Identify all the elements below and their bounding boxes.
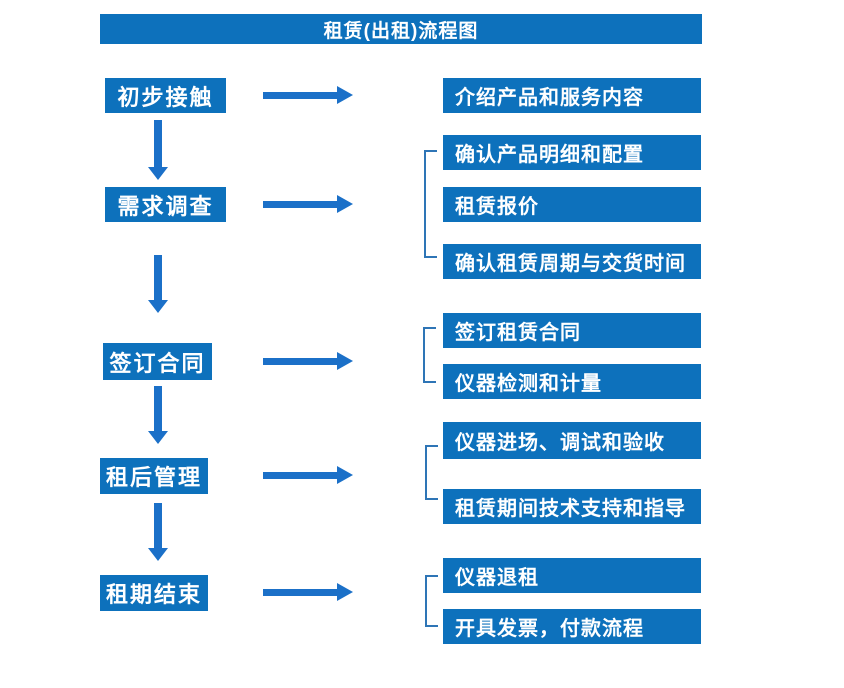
page-title: 租赁(出租)流程图 [323, 20, 479, 42]
detail-box-sign-rental-contract: 签订租赁合同 [443, 313, 701, 348]
right-arrow-5 [263, 583, 353, 601]
down-arrow-3 [148, 386, 168, 444]
group-bracket-post-rental [425, 445, 438, 500]
detail-box-invoice-payment: 开具发票，付款流程 [443, 609, 701, 644]
detail-box-confirm-period-delivery: 确认租赁周期与交货时间 [443, 244, 701, 279]
detail-box-instrument-return: 仪器退租 [443, 558, 701, 593]
detail-box-instrument-setup-acceptance: 仪器进场、调试和验收 [443, 422, 701, 459]
down-arrow-1 [148, 120, 168, 180]
stage-box-initial-contact: 初步接触 [105, 78, 226, 113]
group-bracket-sign-contract [423, 327, 436, 383]
stage-box-post-rental-management: 租后管理 [100, 458, 208, 494]
right-arrow-3 [263, 352, 353, 370]
right-arrow-1 [263, 86, 353, 104]
detail-box-rental-quote: 租赁报价 [443, 187, 701, 222]
stage-box-demand-survey: 需求调查 [105, 187, 226, 222]
stage-box-sign-contract: 签订合同 [103, 343, 212, 380]
right-arrow-2 [263, 195, 353, 213]
down-arrow-4 [148, 503, 168, 561]
title-bar: 租赁(出租)流程图 [100, 14, 702, 44]
detail-box-introduce-products: 介绍产品和服务内容 [443, 78, 701, 113]
detail-box-instrument-testing: 仪器检测和计量 [443, 364, 701, 399]
detail-box-confirm-product-config: 确认产品明细和配置 [443, 135, 701, 170]
right-arrow-4 [263, 466, 353, 484]
detail-box-tech-support: 租赁期间技术支持和指导 [443, 489, 701, 524]
group-bracket-rental-end [425, 575, 438, 627]
down-arrow-2 [148, 255, 168, 313]
stage-box-rental-end: 租期结束 [100, 575, 208, 611]
group-bracket-demand-survey [424, 150, 437, 258]
